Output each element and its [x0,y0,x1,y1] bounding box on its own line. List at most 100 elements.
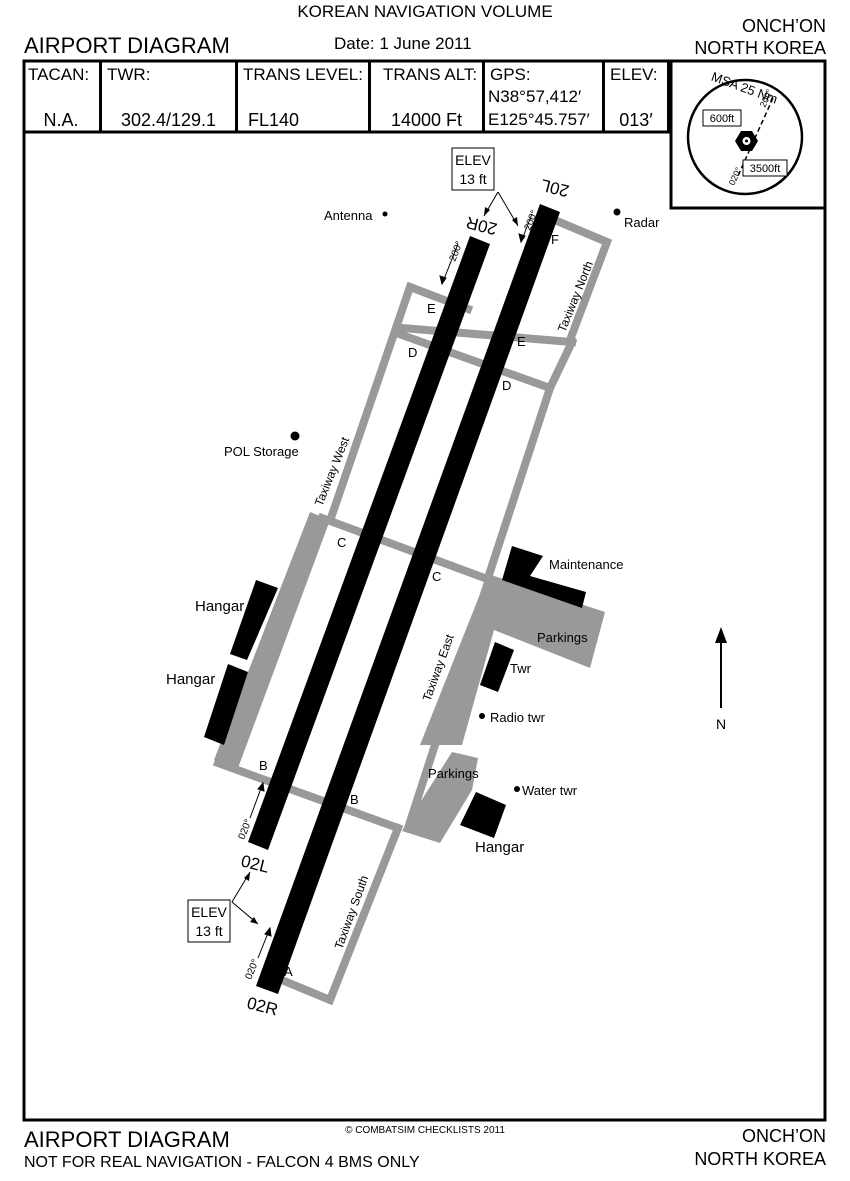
water-twr-label: Water twr [522,783,578,798]
airport-info-strip: TACAN: N.A. TWR: 302.4/129.1 TRANS LEVEL… [23,61,825,132]
heading-02L-arrow-icon [257,781,265,792]
msa-diagram: MSA 25 Nm 600ft 3500ft 200° 020° [686,69,804,196]
radio-twr-dot [479,713,485,719]
taxiway-letter-c-west: C [337,535,346,550]
tacan-value: N.A. [43,110,79,130]
location-name: ONCH’ON [742,16,826,36]
pol-storage-dot [290,431,300,441]
taxiway-letter-e-west: E [427,301,436,316]
twr-cell: TWR: 302.4/129.1 [102,61,238,132]
runway-20R-label: 20R [464,213,499,239]
twr-value: 302.4/129.1 [120,110,217,130]
tower-building [480,642,514,692]
elev-value: 013′ [619,110,653,130]
north-label: N [716,716,726,732]
msa-sector-b-alt: 3500ft [750,163,781,175]
south-parking-apron [402,752,478,843]
hangar-south-label: Hangar [166,671,215,688]
hangar-east-building [460,792,506,838]
facility-dots [290,208,621,792]
maintenance-label: Maintenance [549,557,623,572]
aprons [214,512,605,843]
taxiway-letters: F E E D D C C B B A [259,232,559,979]
north-arrow-icon [715,627,727,708]
parkings-east-label: Parkings [537,630,588,645]
buildings [204,546,586,838]
trans-alt-cell: TRANS ALT: 14000 Ft [371,61,485,132]
gps-cell: GPS: N38°57,412′ E125°45.757′ [485,61,605,132]
footer-location-country: NORTH KOREA [694,1149,826,1169]
trans-level-label: TRANS LEVEL: [243,65,363,84]
page-title: AIRPORT DIAGRAM [24,33,230,58]
footer-location-name: ONCH’ON [742,1126,826,1146]
radar-label: Radar [624,215,660,230]
hangar-north-building [230,580,278,660]
twr-label: Twr [510,661,532,676]
tacan-cell: TACAN: N.A. [23,61,102,132]
msa-sector-a-alt: 600ft [710,113,734,125]
antenna-label: Antenna [324,208,373,223]
taxiway-west-upper [326,281,416,521]
antenna-dot [382,211,388,217]
trans-level-value: FL140 [248,110,300,130]
taxiway-letter-c-east: C [432,569,441,584]
elev-box-south [187,899,231,943]
facility-labels: Antenna Radar POL Storage Maintenance Pa… [166,208,660,856]
hangar-south-building [204,664,248,745]
runway-02R-label: 02R [245,993,280,1019]
runway-20L-label: 20L [539,175,571,200]
footer-disclaimer: NOT FOR REAL NAVIGATION - FALCON 4 BMS O… [24,1154,420,1171]
elev-label: ELEV: [610,65,658,84]
elev-pointer-02L-arrow-icon [244,872,250,881]
elev-pointer-20L-arrow-icon [512,217,518,226]
vor-symbol-icon [735,131,758,151]
gps-longitude: E125°45.757′ [488,110,590,129]
elev-label-south: ELEV [191,904,227,920]
parkings-south-label: Parkings [428,766,479,781]
taxiway-letter-e-east: E [517,334,526,349]
runway-02L-20R [248,236,490,850]
taxiway-letter-b-east: B [350,792,359,807]
west-apron [214,512,330,768]
copyright: © COMBATSIM CHECKLISTS 2011 [345,1125,505,1136]
runway-02L-label: 02L [239,851,271,876]
heading-02R-arrow-icon [264,926,272,937]
tacan-label: TACAN: [28,65,90,84]
taxiway-letter-b-west: B [259,758,268,773]
east-apron-main [420,574,605,745]
maintenance-building [502,546,586,608]
msa-circle [686,78,804,196]
heading-20L-arrow-icon [518,233,526,244]
gps-label: GPS: [490,65,531,84]
runway-02R-20L [256,204,560,994]
water-twr-dot [514,786,520,792]
taxiway-north [539,210,613,346]
pol-storage-label: POL Storage [224,444,299,459]
heading-20R-arrow-icon [439,275,447,286]
chart-date: Date: 1 June 2011 [334,34,472,53]
elev-pointer-20R-arrow-icon [484,207,490,216]
elev-value-south: 13 ft [195,923,222,939]
volume-title: KOREAN NAVIGATION VOLUME [297,2,553,21]
trans-alt-value: 14000 Ft [390,110,463,130]
heading-02R-label: 020° [244,958,262,981]
msa-bearing-020: 020° [727,165,744,186]
elev-label-north: ELEV [455,152,491,168]
elev-value-north: 13 ft [459,171,486,187]
frame [22,59,827,1122]
runways [248,204,560,994]
taxiway-b [212,757,404,834]
taxiway-letter-d-east: D [502,378,511,393]
footer-title: AIRPORT DIAGRAM [24,1127,230,1152]
trans-level-cell: TRANS LEVEL: FL140 [238,61,371,132]
location-country: NORTH KOREA [694,38,826,58]
taxiway-d-east-link [544,336,578,394]
taxiway-east-upper [482,382,556,584]
taxiway-e [397,323,577,347]
radio-twr-label: Radio twr [490,710,546,725]
elev-pointer-02R-arrow-icon [250,917,258,924]
trans-alt-label: TRANS ALT: [383,65,478,84]
msa-sector-a-box [702,109,742,127]
taxiway-south [266,822,404,1006]
elev-callout-south: ELEV 13 ft [187,871,259,943]
